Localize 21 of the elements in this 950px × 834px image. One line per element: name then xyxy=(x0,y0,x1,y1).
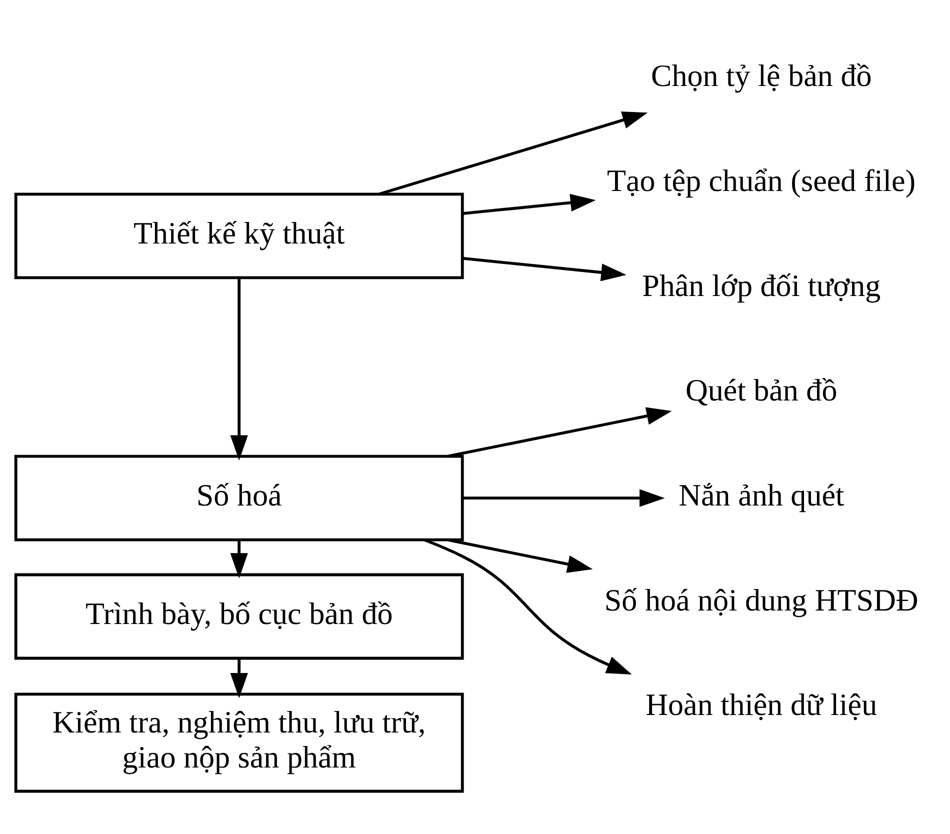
node-text: Chọn tỷ lệ bản đồ xyxy=(650,58,872,93)
node-box: Kiểm tra, nghiệm thu, lưu trữ, giao nộp sản phẩm xyxy=(14,692,464,792)
arrow xyxy=(230,658,248,698)
arrow xyxy=(462,488,665,506)
arrow xyxy=(462,256,626,281)
node-box: Thiết kế kỹ thuật xyxy=(14,192,464,279)
arrow xyxy=(378,110,648,195)
node-text: Quét bản đồ xyxy=(685,372,838,408)
node-text: Số hoá nội dung HTSDĐ xyxy=(604,582,918,617)
node-box: Trình bày, bố cục bản đồ xyxy=(14,572,464,660)
arrow xyxy=(424,538,632,674)
arrow xyxy=(448,538,593,572)
node-text: Tạo tệp chuẩn (seed file) xyxy=(607,162,916,198)
node-text: Phân lớp đối tượng xyxy=(642,267,881,302)
arrow xyxy=(462,193,596,215)
node-text: Hoàn thiện dữ liệu xyxy=(646,686,878,722)
node-box: Số hoá xyxy=(14,454,464,541)
arrow xyxy=(230,278,248,460)
node-text: Nắn ảnh quét xyxy=(678,476,844,512)
arrow xyxy=(230,540,248,578)
arrow xyxy=(448,406,672,458)
